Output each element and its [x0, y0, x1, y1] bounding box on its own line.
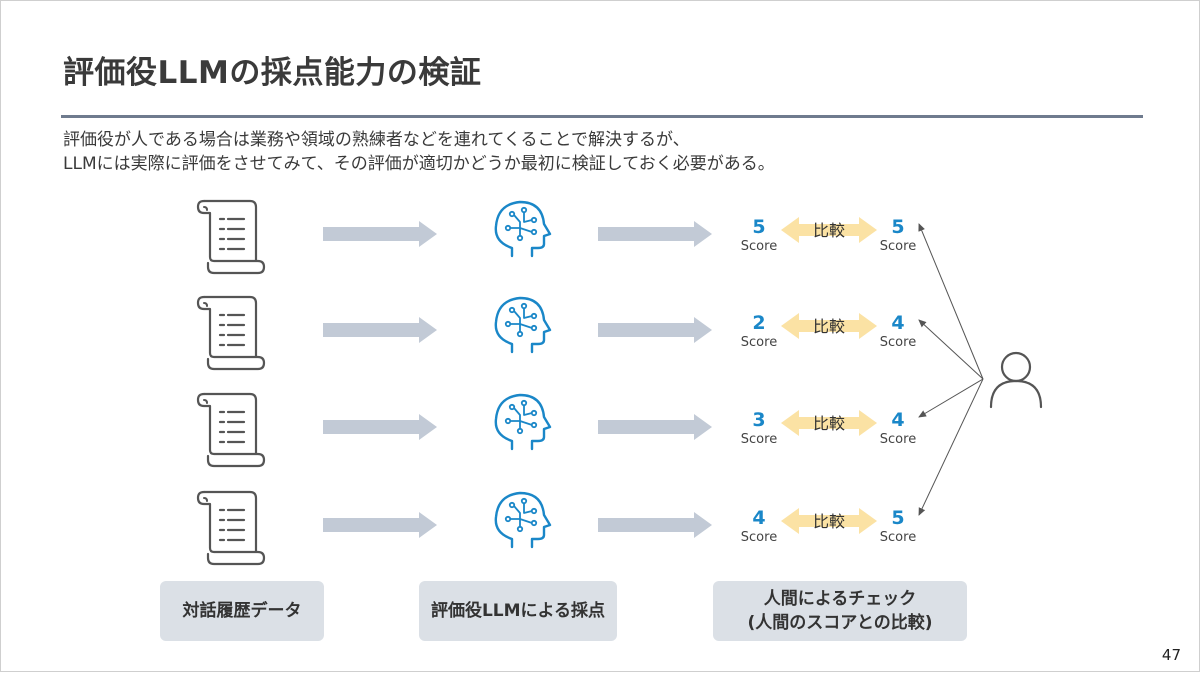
- ai-head-icon: [494, 393, 552, 451]
- human-to-score-arrow: [918, 378, 984, 516]
- llm-score-value: 4: [752, 507, 765, 529]
- title-divider: [61, 115, 1143, 118]
- label-dialogue-history: 対話履歴データ: [160, 581, 324, 641]
- compare-double-arrow: [781, 217, 877, 243]
- human-score-value: 4: [891, 409, 904, 431]
- description-line-2: LLMには実際に評価をさせてみて、その評価が適切かどうか最初に検証しておく必要が…: [63, 154, 775, 174]
- label-human-check-line-2: (人間のスコアとの比較): [747, 613, 933, 633]
- scroll-document-icon: [196, 490, 266, 566]
- label-human-check-line-1: 人間によるチェック: [763, 589, 917, 609]
- compare-label: 比較: [813, 414, 845, 433]
- flow-arrow-to-llm: [323, 221, 437, 247]
- compare-label: 比較: [813, 512, 845, 531]
- llm-score-label: Score: [741, 239, 777, 254]
- compare-double-arrow: [781, 508, 877, 534]
- human-to-score-arrow: [918, 223, 984, 380]
- description: 評価役が人である場合は業務や領域の熟練者などを連れてくることで解決するが、 LL…: [63, 128, 775, 176]
- description-line-1: 評価役が人である場合は業務や領域の熟練者などを連れてくることで解決するが、: [63, 130, 690, 150]
- label-llm-scoring: 評価役LLMによる採点: [419, 581, 617, 641]
- compare-label: 比較: [813, 317, 845, 336]
- llm-score-value: 2: [752, 312, 765, 334]
- label-dialogue-history-text: 対話履歴データ: [182, 601, 302, 621]
- flow-arrow-to-score: [598, 317, 712, 343]
- label-llm-scoring-text: 評価役LLMによる採点: [430, 601, 606, 621]
- ai-head-icon: [494, 200, 552, 258]
- scroll-document-icon: [196, 295, 266, 371]
- compare-double-arrow: [781, 313, 877, 339]
- scroll-document-icon: [196, 199, 266, 275]
- ai-head-icon: [494, 296, 552, 354]
- flow-arrow-to-llm: [323, 317, 437, 343]
- flow-arrow-to-llm: [323, 512, 437, 538]
- llm-score-label: Score: [741, 335, 777, 350]
- flow-arrow-to-llm: [323, 414, 437, 440]
- human-to-score-arrow: [918, 378, 984, 418]
- human-to-score-arrow: [918, 319, 984, 380]
- label-human-check: 人間によるチェック (人間のスコアとの比較): [713, 581, 967, 641]
- llm-score-value: 5: [752, 216, 765, 238]
- flow-arrow-to-score: [598, 414, 712, 440]
- compare-label: 比較: [813, 221, 845, 240]
- human-score-value: 4: [891, 312, 904, 334]
- compare-double-arrow: [781, 410, 877, 436]
- llm-score-value: 3: [752, 409, 765, 431]
- human-score-label: Score: [880, 335, 916, 350]
- flow-arrow-to-score: [598, 221, 712, 247]
- human-score-label: Score: [880, 432, 916, 447]
- flow-arrow-to-score: [598, 512, 712, 538]
- person-icon: [989, 351, 1043, 409]
- llm-score-label: Score: [741, 530, 777, 545]
- human-score-value: 5: [891, 216, 904, 238]
- scroll-document-icon: [196, 392, 266, 468]
- human-score-label: Score: [880, 239, 916, 254]
- page-number: 47: [1161, 646, 1181, 664]
- ai-head-icon: [494, 491, 552, 549]
- page-title: 評価役LLMの採点能力の検証: [63, 55, 482, 91]
- llm-score-label: Score: [741, 432, 777, 447]
- human-score-value: 5: [891, 507, 904, 529]
- human-score-label: Score: [880, 530, 916, 545]
